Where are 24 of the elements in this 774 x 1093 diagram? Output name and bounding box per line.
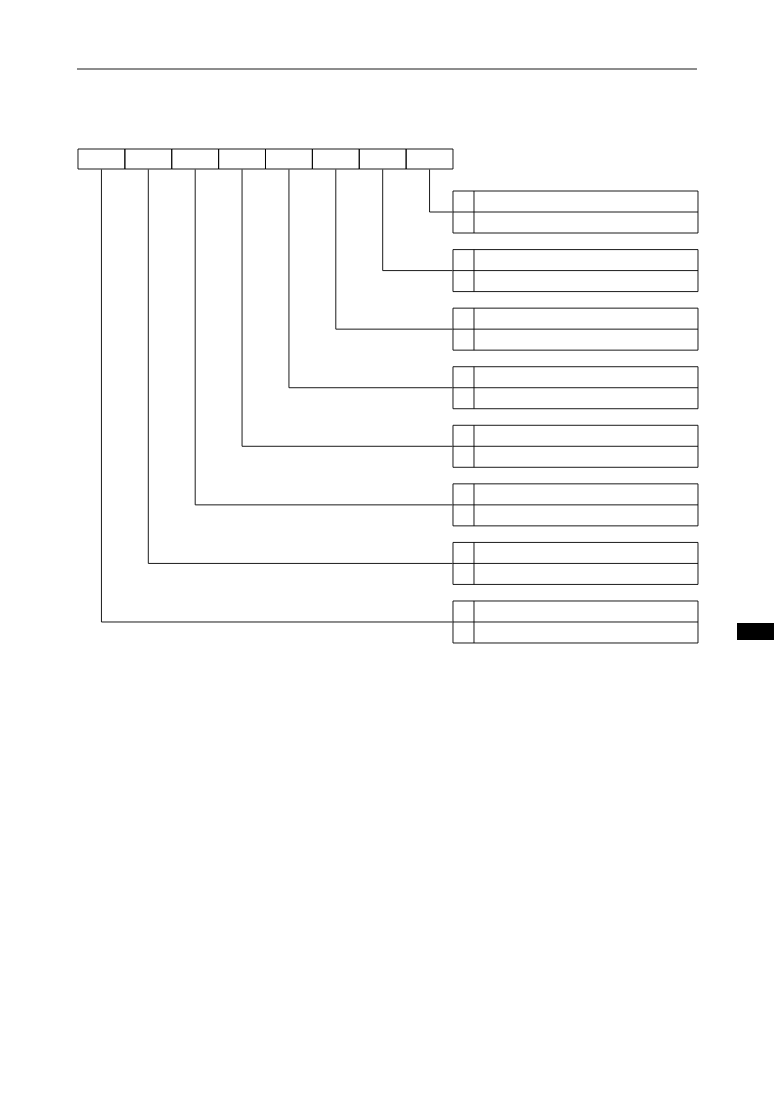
table-block xyxy=(452,249,699,293)
table-block xyxy=(452,541,699,585)
bit-cell xyxy=(311,148,360,170)
table-block xyxy=(452,483,699,527)
connector-line xyxy=(288,169,453,389)
bit-cell xyxy=(218,148,266,170)
connector-line xyxy=(101,169,453,623)
table-block xyxy=(452,307,699,351)
table-block xyxy=(452,424,699,468)
connector-line xyxy=(335,169,453,330)
bit-cell xyxy=(124,148,173,170)
bit-cell xyxy=(358,148,407,170)
connector-line xyxy=(382,169,453,272)
table-block xyxy=(452,600,699,644)
bit-cell xyxy=(265,148,313,170)
connector-line xyxy=(147,169,453,564)
connector-line xyxy=(429,169,453,213)
table-block xyxy=(452,366,699,410)
table-block xyxy=(452,190,699,234)
bit-cell xyxy=(77,148,126,170)
bit-cell xyxy=(171,148,220,170)
bit-cell xyxy=(405,148,454,170)
connector-line xyxy=(194,169,453,506)
connector-line xyxy=(241,169,453,447)
